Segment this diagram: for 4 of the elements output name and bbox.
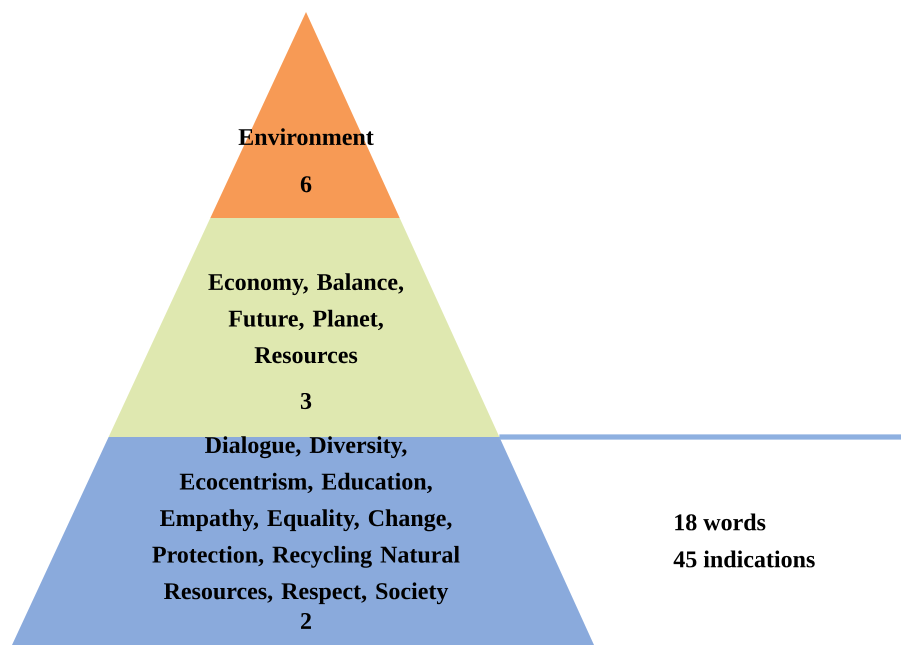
pyramid-middle-band: Economy, Balance, Future, Planet, Resources 3 — [108, 218, 500, 437]
pyramid-bottom-band: Dialogue, Diversity, Ecocentrism, Education, Empathy, Equality, Change, Protection, Recycling Natural Resources, Respect, Society 2 — [12, 436, 594, 645]
summary-text: 45 indications — [674, 550, 815, 568]
summary-text: 18 words — [675, 514, 766, 530]
